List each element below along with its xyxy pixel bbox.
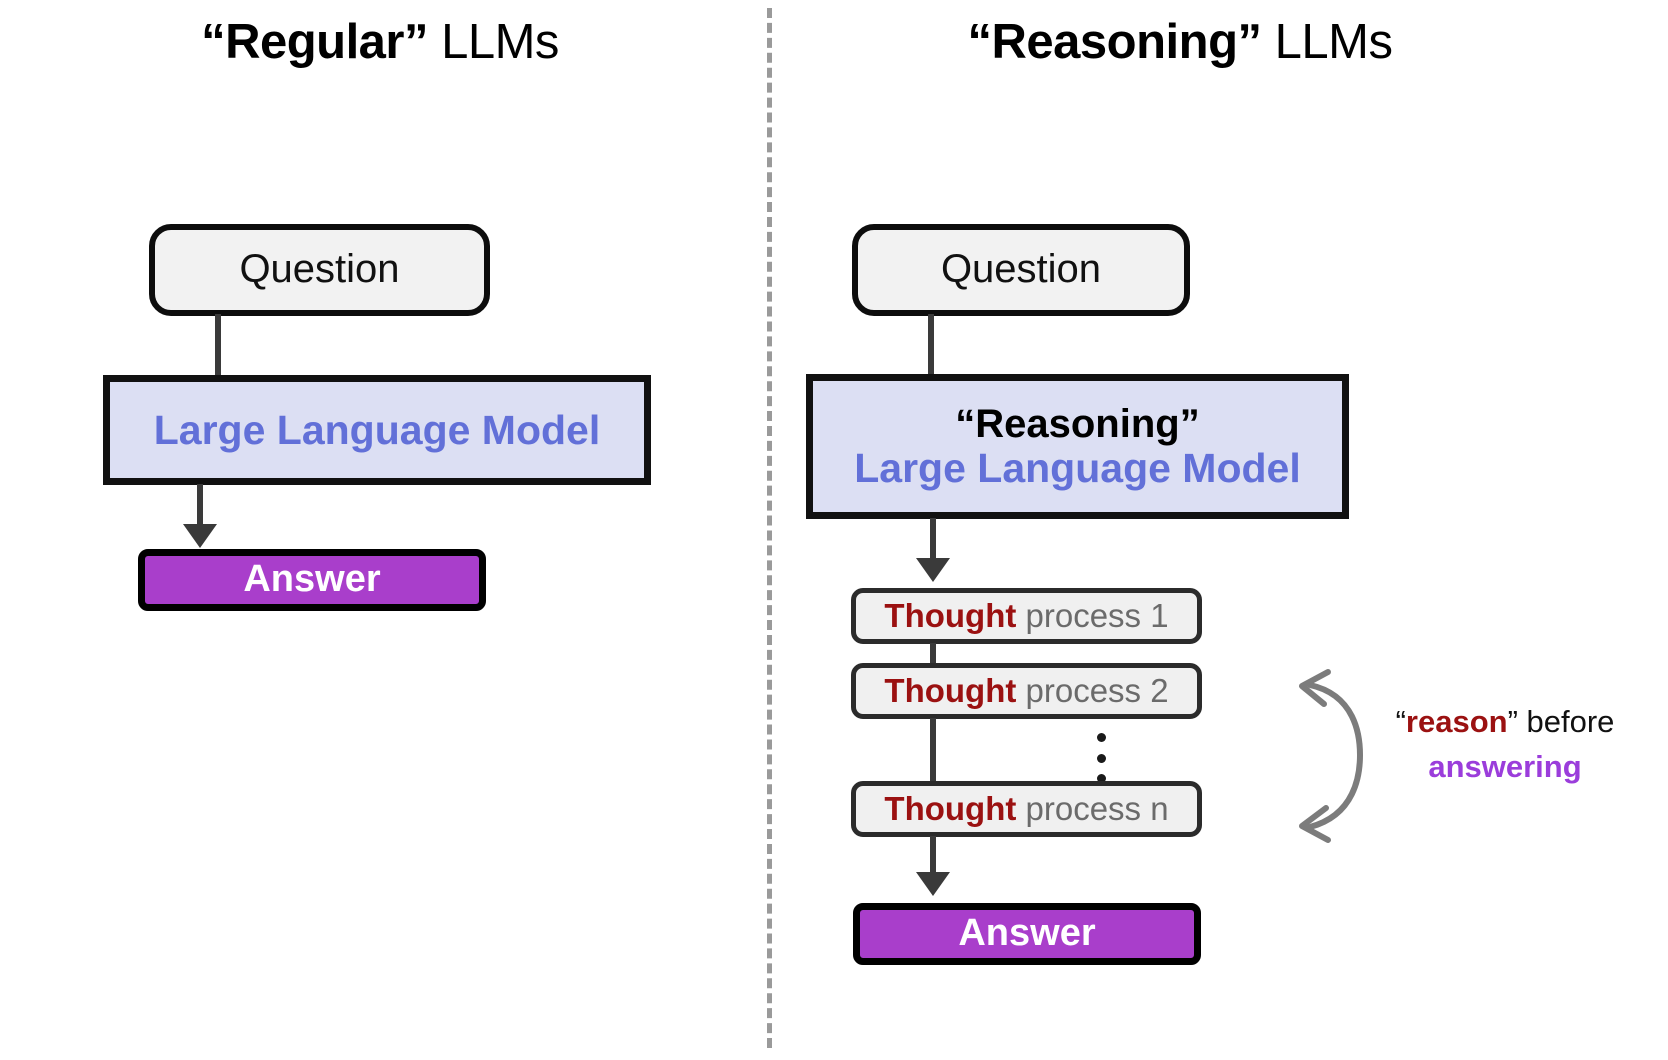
thought-1-text: Thought process 1 [884, 597, 1169, 635]
right-llm-reasoning-label: “Reasoning” [955, 401, 1200, 446]
thought-n-text: Thought process n [884, 790, 1169, 828]
annotation-reason-before-answering: “reason” before answering [1355, 700, 1655, 790]
thought-ellipsis [1096, 733, 1106, 783]
right-connector-thoughtn-to-answer [930, 836, 936, 876]
right-title-rest: LLMs [1261, 15, 1393, 69]
left-answer-label: Answer [243, 558, 381, 601]
panel-divider [767, 8, 772, 1048]
left-question-label: Question [239, 247, 400, 292]
right-arrowhead-to-thought1 [916, 558, 950, 582]
right-llm-label: Large Language Model [854, 444, 1301, 491]
right-arrowhead-to-answer [916, 872, 950, 896]
left-connector-question-to-llm [215, 314, 221, 376]
left-connector-llm-to-answer [197, 484, 203, 528]
right-connector-llm-to-thought1 [930, 518, 936, 562]
right-connector-thought2-to-thoughtn [930, 718, 936, 782]
annotation-line-2: answering [1428, 748, 1582, 784]
annotation-line-1: “reason” before [1395, 704, 1615, 739]
right-llm-box[interactable]: “Reasoning” Large Language Model [806, 374, 1349, 519]
right-question-label: Question [940, 247, 1102, 292]
thought-2-text: Thought process 2 [884, 672, 1169, 710]
left-answer-box[interactable]: Answer [138, 549, 486, 611]
left-title-quoted: “Regular” [201, 15, 428, 69]
left-question-box[interactable]: Question [149, 224, 490, 316]
right-title-quoted: “Reasoning” [967, 15, 1262, 69]
thought-box-2[interactable]: Thought process 2 [851, 663, 1202, 719]
left-llm-label: Large Language Model [153, 406, 601, 453]
left-arrowhead-to-answer [183, 524, 217, 548]
right-question-box[interactable]: Question [852, 224, 1190, 316]
right-answer-label: Answer [958, 912, 1096, 955]
right-connector-thought1-to-thought2 [930, 643, 936, 663]
reason-before-answering-brace-arrow [1299, 669, 1364, 843]
left-title-rest: LLMs [428, 15, 559, 69]
right-answer-box[interactable]: Answer [853, 903, 1201, 965]
left-panel-title: “Regular” LLMs [0, 18, 760, 67]
thought-box-1[interactable]: Thought process 1 [851, 588, 1202, 644]
right-connector-question-to-llm [928, 314, 934, 376]
left-llm-box[interactable]: Large Language Model [103, 375, 651, 485]
thought-box-n[interactable]: Thought process n [851, 781, 1202, 837]
right-panel-title: “Reasoning” LLMs [800, 18, 1560, 67]
